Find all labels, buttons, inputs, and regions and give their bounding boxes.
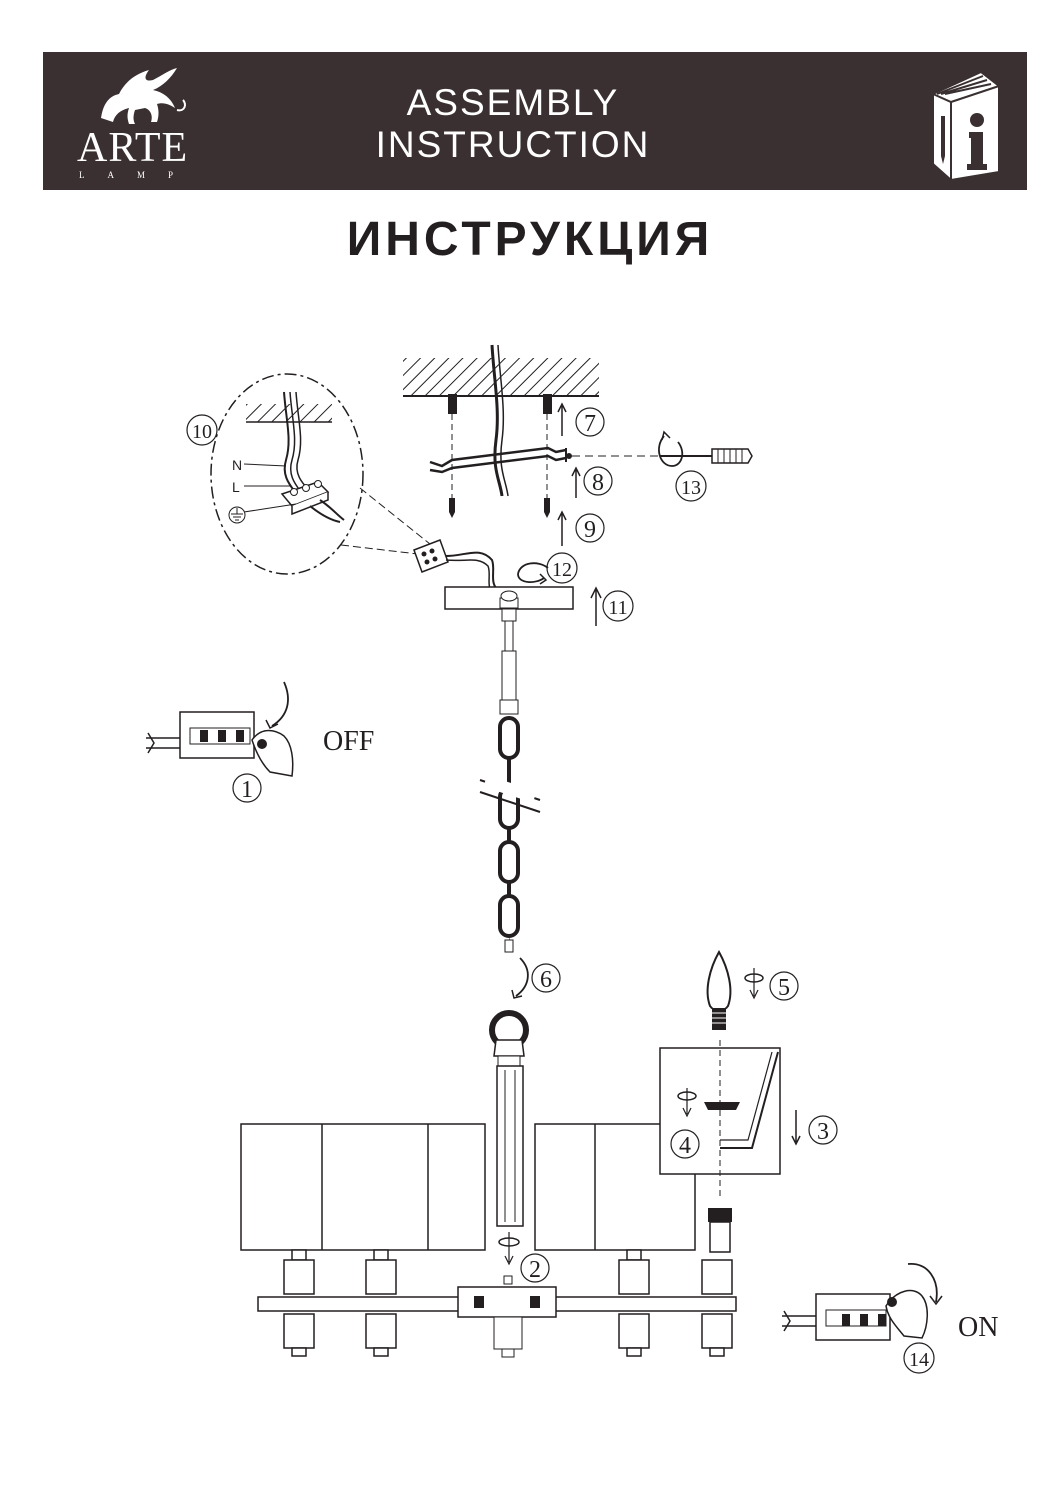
step-6: 6 bbox=[540, 967, 552, 993]
step-11: 11 bbox=[608, 597, 627, 619]
wire-label-neutral: N bbox=[232, 457, 242, 473]
step-7: 7 bbox=[584, 411, 596, 437]
step-1: 1 bbox=[241, 777, 253, 803]
header-title-line1: ASSEMBLY bbox=[406, 82, 620, 123]
screw-left bbox=[449, 498, 455, 518]
step-8: 8 bbox=[592, 470, 604, 496]
header-banner: ARTE LAMP ASSEMBLY INSTRUCTION bbox=[43, 52, 1027, 190]
candle-bulb-icon bbox=[706, 949, 764, 1030]
step-12: 12 bbox=[552, 559, 572, 581]
single-shade bbox=[659, 1040, 801, 1200]
brand-name: ARTE bbox=[77, 125, 189, 171]
page-title: ИНСТРУКЦИЯ bbox=[346, 213, 714, 266]
switch-off-icon bbox=[146, 681, 294, 777]
step-9: 9 bbox=[584, 517, 596, 543]
manual-info-icon bbox=[932, 70, 1000, 182]
step-2: 2 bbox=[529, 1257, 541, 1283]
step-13: 13 bbox=[681, 477, 701, 499]
screwdriver-icon bbox=[572, 430, 753, 467]
step-badges bbox=[186, 407, 935, 1374]
brand-subname: LAMP bbox=[79, 170, 197, 180]
chain bbox=[498, 716, 520, 938]
arte-lamp-logo: ARTE LAMP bbox=[73, 60, 193, 185]
step-4: 4 bbox=[679, 1133, 691, 1159]
step-3: 3 bbox=[817, 1119, 829, 1145]
header-title-line2: INSTRUCTION bbox=[375, 124, 651, 165]
wire-label-live: L bbox=[232, 479, 240, 495]
candle-socket-cups bbox=[283, 1249, 733, 1357]
off-label: OFF bbox=[323, 726, 374, 757]
mounting-bracket bbox=[429, 446, 572, 474]
wall-anchor-left bbox=[448, 394, 457, 500]
step-5: 5 bbox=[778, 975, 790, 1001]
wiring-detail-callout bbox=[210, 373, 364, 575]
screw-right bbox=[544, 498, 550, 518]
bulb-socket bbox=[708, 1208, 732, 1253]
switch-on-icon bbox=[782, 1263, 943, 1341]
ground-icon bbox=[228, 506, 246, 524]
terminal-block bbox=[280, 480, 345, 523]
griffin-logo-icon bbox=[101, 68, 186, 124]
step-10: 10 bbox=[192, 421, 212, 443]
step-14: 14 bbox=[909, 1349, 929, 1371]
on-label: ON bbox=[958, 1312, 998, 1343]
